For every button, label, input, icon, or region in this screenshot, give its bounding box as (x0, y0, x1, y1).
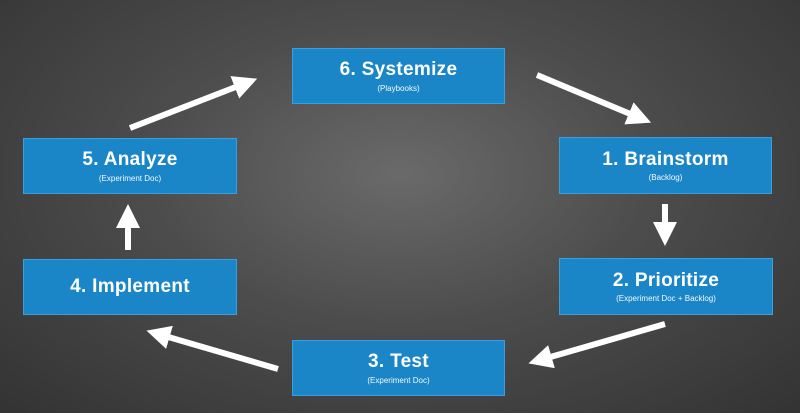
step-brainstorm-subtitle: (Backlog) (648, 173, 683, 183)
step-analyze-title: 5. Analyze (82, 149, 178, 171)
arrow-systemize-to-brainstorm (535, 72, 652, 125)
step-brainstorm: 1. Brainstorm (Backlog) (559, 137, 772, 194)
arrow-analyze-to-systemize (128, 76, 258, 131)
step-prioritize: 2. Prioritize (Experiment Doc + Backlog) (559, 258, 773, 315)
step-implement-title: 4. Implement (70, 276, 190, 298)
step-prioritize-subtitle: (Experiment Doc + Backlog) (616, 294, 716, 304)
arrow-test-to-implement (146, 325, 279, 372)
step-test-title: 3. Test (368, 351, 429, 373)
step-implement: 4. Implement (23, 259, 237, 315)
step-test-subtitle: (Experiment Doc) (367, 375, 430, 385)
step-systemize-title: 6. Systemize (339, 59, 458, 81)
step-systemize: 6. Systemize (Playbooks) (292, 48, 505, 104)
arrow-prioritize-to-test (528, 321, 666, 369)
step-brainstorm-title: 1. Brainstorm (602, 148, 729, 170)
step-systemize-subtitle: (Playbooks) (377, 83, 420, 93)
step-prioritize-title: 2. Prioritize (612, 269, 720, 291)
step-test: 3. Test (Experiment Doc) (292, 340, 505, 396)
step-analyze: 5. Analyze (Experiment Doc) (23, 138, 237, 194)
step-analyze-subtitle: (Experiment Doc) (98, 173, 162, 183)
